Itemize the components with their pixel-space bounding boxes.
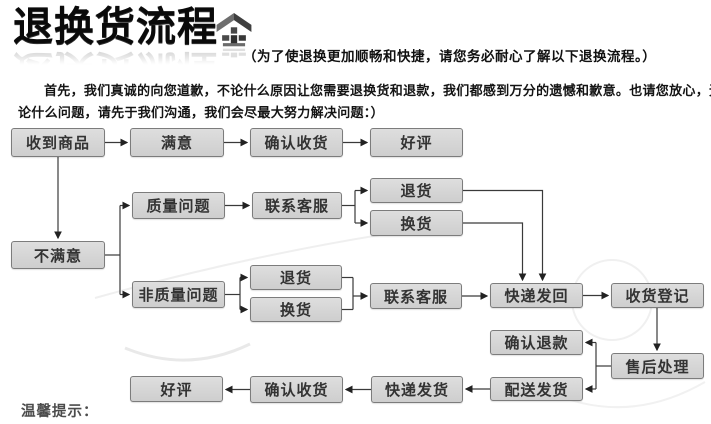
house-arrow-icon	[216, 13, 252, 58]
flow-node-not-satisfied: 不满意	[11, 241, 105, 269]
intro-line-2: 论什么问题，请先于我们沟通，我们会尽最大努力解决问题：）	[18, 104, 384, 120]
flow-node-exchange-nonquality: 换货	[250, 297, 342, 322]
flow-node-return-nonquality: 退货	[250, 265, 342, 290]
flow-node-satisfied: 满意	[130, 128, 224, 157]
warm-tips-label: 温馨提示：	[21, 404, 99, 420]
flow-node-confirm-receipt-top: 确认收货	[250, 128, 343, 157]
flow-node-exchange-quality: 换货	[370, 210, 463, 236]
flow-node-express-send-back: 快递发回	[490, 283, 583, 308]
flow-node-after-sales: 售后处理	[611, 353, 704, 379]
flow-node-return-quality: 退货	[370, 178, 463, 203]
flow-node-good-review-top: 好评	[370, 128, 463, 157]
intro-line-1: 首先，我们真诚的向您道歉，不论什么原因让您需要退换货和退款，我们都感到万分的遗憾…	[44, 83, 711, 98]
tagline-text: （为了使退换更加顺畅和快捷，请您务必耐心了解以下退换流程。）	[243, 49, 657, 64]
intro-paragraph: 首先，我们真诚的向您道歉，不论什么原因让您需要退换货和退款，我们都感到万分的遗憾…	[18, 80, 711, 123]
flow-node-express-dispatch: 快递发货	[371, 376, 463, 403]
flow-node-confirm-receipt-bottom: 确认收货	[250, 376, 343, 403]
flow-node-contact-cs-nonquality: 联系客服	[370, 283, 462, 309]
page-title: 退换货流程	[13, 4, 218, 50]
flow-node-non-quality-issue: 非质量问题	[132, 281, 225, 308]
flow-node-receipt-registration: 收货登记	[611, 283, 704, 308]
flow-node-confirm-refund: 确认退款	[490, 330, 583, 355]
page-title-reflection: 退换货流程	[13, 47, 228, 66]
flow-node-contact-cs-quality: 联系客服	[252, 192, 342, 219]
flow-node-quality-issue: 质量问题	[132, 192, 225, 219]
flow-node-received-goods: 收到商品	[11, 128, 105, 157]
flow-node-good-review-bottom: 好评	[130, 376, 223, 402]
flow-node-dispatch-goods: 配送发货	[490, 377, 583, 401]
